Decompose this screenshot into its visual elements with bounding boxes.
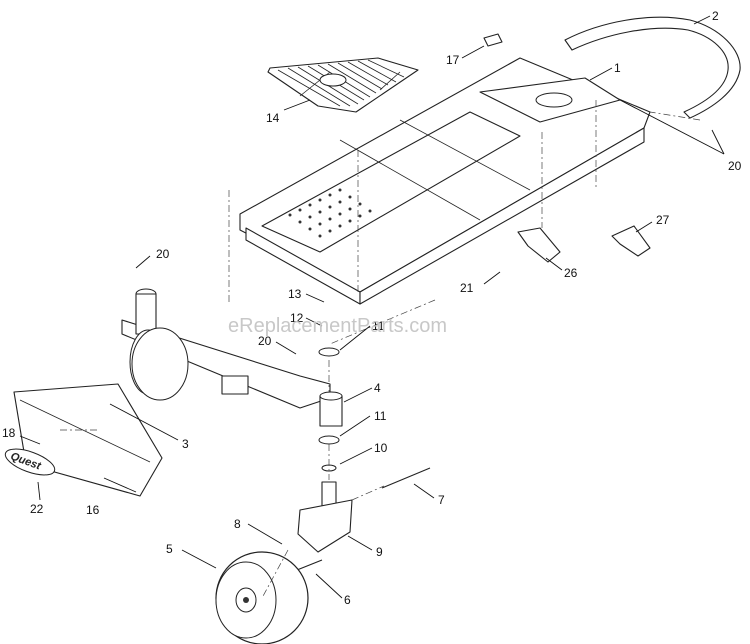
callout-21: 21 <box>460 281 474 295</box>
callout-22: 22 <box>30 502 44 516</box>
caster-fork <box>297 481 353 553</box>
front-shroud <box>13 383 163 497</box>
callout-16: 16 <box>86 503 100 517</box>
callout-10: 10 <box>374 441 388 455</box>
callout-27: 27 <box>656 213 670 227</box>
callout-17: 17 <box>446 53 460 67</box>
callout-8: 8 <box>234 517 241 531</box>
callout-12: 12 <box>290 311 304 325</box>
callout-3: 3 <box>182 437 189 451</box>
bearing-lower <box>318 435 340 445</box>
quest-decal: Quest <box>4 448 56 476</box>
main-frame <box>239 57 651 305</box>
callout-9: 9 <box>376 545 383 559</box>
callout-18: 18 <box>2 426 16 440</box>
callout-11-upper: 11 <box>372 319 385 333</box>
caster-axle-bolt <box>381 467 431 489</box>
front-caster-axle <box>121 288 331 409</box>
callout-7: 7 <box>438 493 445 507</box>
callout-26: 26 <box>564 266 578 280</box>
callout-11-lower: 11 <box>374 409 387 423</box>
seat-switch-bracket <box>483 33 503 47</box>
floor-pan-mat <box>267 57 419 113</box>
callout-4: 4 <box>374 381 381 395</box>
callout-labels: 1 2 3 4 5 6 7 8 9 10 11 11 12 13 14 16 1… <box>2 9 742 607</box>
callout-6: 6 <box>344 593 351 607</box>
front-caster-wheel <box>215 551 309 644</box>
callout-20-center: 20 <box>258 334 272 348</box>
callout-2: 2 <box>712 9 719 23</box>
assembly-lines <box>60 100 701 599</box>
rear-bracket-left <box>517 227 561 263</box>
callout-13: 13 <box>288 287 302 301</box>
callout-5: 5 <box>166 542 173 556</box>
callout-14: 14 <box>266 111 280 125</box>
leader-lines <box>19 15 725 599</box>
callout-20-left: 20 <box>156 247 170 261</box>
rear-handle-bar <box>564 16 741 119</box>
watermark-text: eReplacementParts.com <box>228 315 447 337</box>
bearing-upper <box>318 347 340 357</box>
caster-tube <box>319 391 343 427</box>
rear-bracket-right <box>611 225 651 257</box>
callout-20-right: 20 <box>728 159 742 173</box>
callout-1: 1 <box>614 61 621 75</box>
